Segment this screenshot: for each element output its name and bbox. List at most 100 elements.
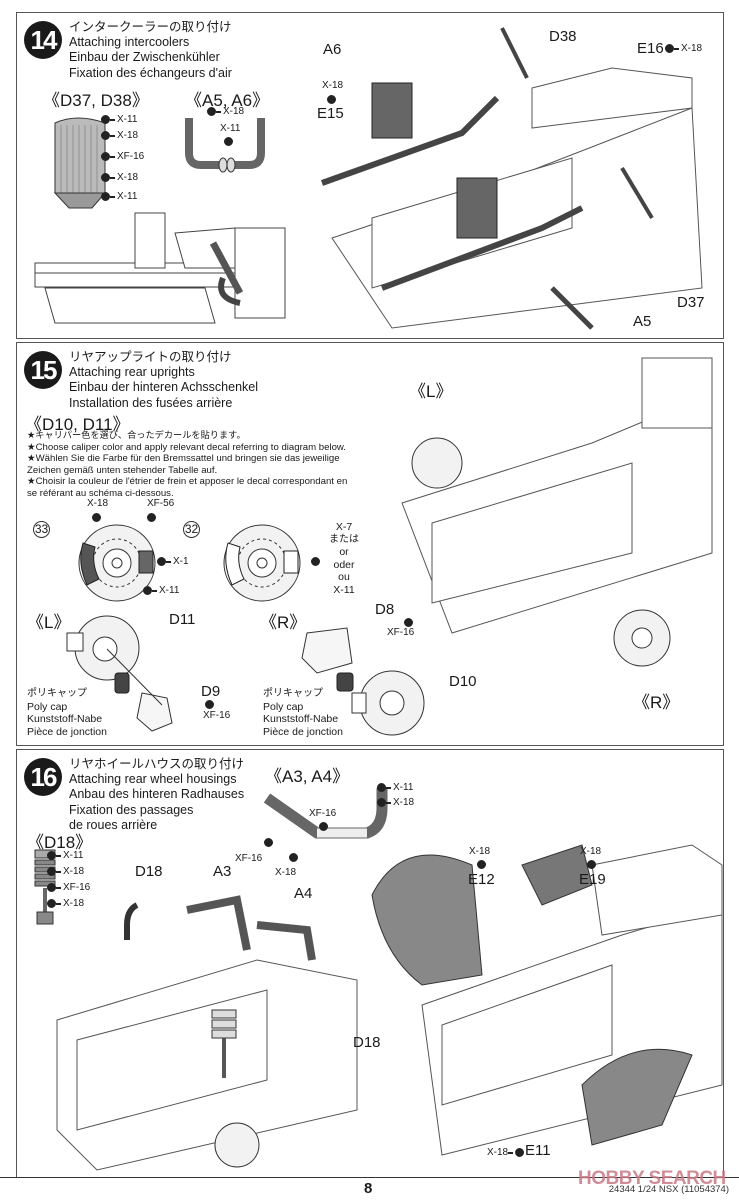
- polycap-label-left: ポリキャップ Poly cap Kunststoff-Nabe Pièce de…: [27, 688, 107, 738]
- step-14-panel: 14 インタークーラーの取り付け Attaching intercoolers …: [16, 12, 724, 339]
- paint-callout: XF-16: [101, 151, 144, 162]
- paint-dot-icon: [515, 1148, 525, 1157]
- paint-dot-icon: [311, 557, 320, 566]
- paint-alternatives: X-7 または or oder ou X-11: [329, 521, 359, 596]
- part-label-e11: E11: [525, 1142, 551, 1159]
- paint-dot-icon: [587, 860, 596, 869]
- paint-callout: X-18: [47, 898, 84, 909]
- paint-callout: X-18: [101, 172, 138, 183]
- step-number-badge: 16: [24, 758, 62, 796]
- main-assembly-drawing: [320, 27, 703, 330]
- paint-callout-label: XF-16: [203, 710, 231, 721]
- step-title: インタークーラーの取り付け Attaching intercoolers Ein…: [69, 19, 232, 81]
- title-fr: Fixation des échangeurs d'air: [69, 65, 232, 80]
- group-label-a5-a6: 《A5, A6》: [185, 91, 270, 110]
- group-label-d37-d38: 《D37, D38》: [43, 91, 149, 110]
- intercooler-pipes-drawing: [185, 118, 265, 173]
- paint-dot-icon: [47, 867, 56, 876]
- title-de: Einbau der Zwischenkühler: [69, 50, 220, 64]
- step-15-panel: 15 リヤアップライトの取り付け Attaching rear uprights…: [16, 342, 724, 746]
- paint-callout: X-18: [487, 1147, 525, 1158]
- a3-a4-pipe-drawing: [263, 788, 388, 839]
- paint-dot-icon: [665, 44, 674, 53]
- paint-dot-icon: [47, 883, 56, 892]
- page-number: 8: [364, 1180, 373, 1197]
- paint-callout-label: X-18: [275, 867, 297, 878]
- paint-dot-icon: [207, 107, 216, 116]
- paint-dot-icon: [377, 783, 386, 792]
- part-label-a6: A6: [323, 41, 342, 58]
- paint-callout: XF-16: [47, 882, 90, 893]
- paint-dot-icon: [147, 513, 156, 522]
- paint-dot-icon: [101, 131, 110, 140]
- title-en: Attaching rear uprights: [69, 364, 195, 379]
- step-number-badge: 14: [24, 21, 62, 59]
- step-title: リヤアップライトの取り付け Attaching rear uprights Ei…: [69, 349, 258, 411]
- paint-dot-icon: [92, 513, 101, 522]
- paint-callout: X-11: [377, 782, 413, 793]
- part-label-d8: D8: [375, 601, 395, 618]
- title-jp: インタークーラーの取り付け: [69, 19, 232, 34]
- paint-callout: X-18: [665, 43, 702, 54]
- paint-callout-label: XF-16: [309, 808, 337, 819]
- part-label-e12: E12: [468, 871, 495, 888]
- part-label-a4: A4: [294, 885, 313, 902]
- subassembly-sketch: [34, 212, 286, 324]
- paint-callout: X-1: [157, 556, 189, 567]
- paint-callout: X-18: [47, 866, 84, 877]
- part-label-d10: D10: [449, 673, 477, 690]
- decal-number: 32: [183, 521, 200, 538]
- brake-disc-option-33: [78, 524, 156, 602]
- paint-dot-icon: [101, 115, 110, 124]
- product-code: 24344 1/24 NSX (11054374): [608, 1184, 729, 1195]
- paint-dot-icon: [377, 798, 386, 807]
- paint-dot-icon: [101, 173, 110, 182]
- paint-callout-label: X-11: [220, 123, 241, 134]
- part-label-e15: E15: [317, 105, 344, 122]
- watermark: HOBBY SEARCH: [578, 1168, 726, 1189]
- title-de: Anbau des hinteren Radhauses: [69, 787, 245, 801]
- paint-dot-icon: [47, 851, 56, 860]
- paint-dot-icon: [101, 192, 110, 201]
- paint-callout-label: X-18: [322, 80, 344, 91]
- left-hub-drawing: [66, 615, 173, 732]
- title-en: Attaching rear wheel housings: [69, 771, 237, 786]
- right-hub-drawing: [301, 627, 425, 736]
- caliper-notes: ★キャリパー色を選び、合ったデカールを貼ります。 ★Choose caliper…: [27, 430, 348, 499]
- title-fr: Fixation des passages: [69, 802, 194, 817]
- group-label-a3-a4: 《A3, A4》: [265, 767, 350, 786]
- paint-callout: X-18: [101, 130, 138, 141]
- paint-callout: X-11: [47, 850, 83, 861]
- paint-dot-icon: [157, 557, 166, 566]
- paint-dot-icon: [319, 822, 328, 831]
- side-label-right-assembly: 《R》: [633, 693, 680, 712]
- part-label-d9: D9: [201, 683, 221, 700]
- side-label-right: 《R》: [260, 613, 307, 632]
- paint-callout-label: X-18: [580, 846, 602, 857]
- paint-dot-icon: [205, 700, 214, 709]
- paint-dot-icon: [289, 853, 298, 862]
- paint-callout-label: X-18: [87, 498, 109, 509]
- right-assembly-drawing: [371, 844, 723, 1156]
- paint-callout: X-11: [101, 191, 137, 202]
- side-label-left: 《L》: [27, 613, 71, 632]
- part-label-a5: A5: [633, 313, 652, 330]
- polycap-label-right: ポリキャップ Poly cap Kunststoff-Nabe Pièce de…: [263, 688, 343, 738]
- step-title: リヤホイールハウスの取り付け Attaching rear wheel hous…: [69, 756, 244, 834]
- intercooler-drawing: [53, 117, 107, 209]
- group-label-d18: 《D18》: [27, 833, 93, 852]
- paint-callout: X-11: [143, 585, 179, 596]
- left-assembly-drawing: [56, 895, 358, 1171]
- part-label-d18-detail: D18: [353, 1034, 381, 1051]
- group-label-d10-d11: 《D10, D11》: [25, 415, 130, 434]
- paint-dot-icon: [404, 618, 413, 627]
- part-label-e19: E19: [579, 871, 606, 888]
- paint-callout-label: X-18: [469, 846, 491, 857]
- part-label-d38: D38: [549, 28, 577, 45]
- part-label-d37: D37: [677, 294, 705, 311]
- part-label-d11: D11: [169, 611, 196, 628]
- rear-chassis-drawing: [401, 357, 713, 667]
- d18-shock-drawing: [34, 849, 56, 925]
- title-jp: リヤホイールハウスの取り付け: [69, 756, 245, 771]
- step-number-badge: 15: [24, 351, 62, 389]
